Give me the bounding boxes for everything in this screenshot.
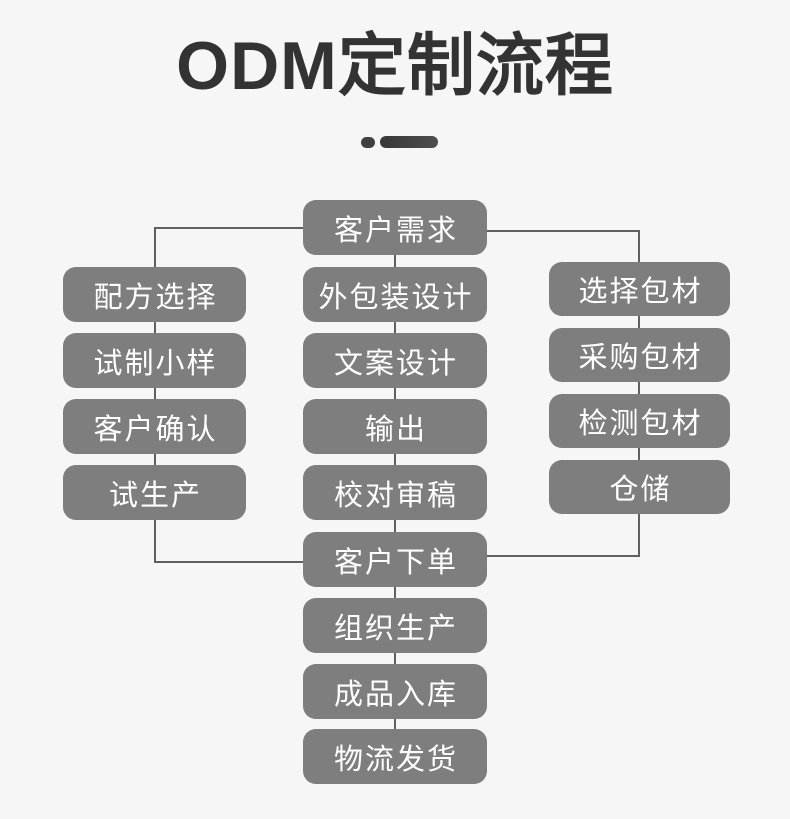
page-title: ODM定制流程 (176, 28, 614, 104)
connector-root-to-left (154, 227, 303, 267)
flow-node-organize-production: 组织生产 (303, 598, 487, 653)
connector-left-to-merge (154, 520, 303, 563)
flow-node-proofreading: 校对审稿 (303, 465, 487, 520)
flow-node-purchase-packaging: 采购包材 (549, 328, 730, 382)
flow-node-trial-production: 试生产 (63, 465, 246, 520)
flow-node-customer-demand: 客户需求 (303, 200, 487, 255)
flow-node-inspect-packaging: 检测包材 (549, 394, 730, 448)
flow-node-formula-selection: 配方选择 (63, 267, 246, 322)
flow-node-customer-order: 客户下单 (303, 532, 487, 587)
flow-node-customer-confirmation: 客户确认 (63, 399, 246, 454)
connector-root-to-right (487, 230, 640, 262)
flow-node-finished-goods-storage: 成品入库 (303, 664, 487, 719)
divider-bar-icon (380, 136, 438, 148)
flow-node-logistics-shipping: 物流发货 (303, 729, 487, 784)
flow-node-output: 输出 (303, 399, 487, 454)
flow-node-warehousing: 仓储 (549, 460, 730, 514)
connector-right-to-merge (487, 514, 640, 557)
flow-node-trial-sample: 试制小样 (63, 333, 246, 388)
flow-node-packaging-design: 外包装设计 (303, 267, 487, 322)
flow-node-select-packaging: 选择包材 (549, 262, 730, 316)
flow-node-copy-design: 文案设计 (303, 333, 487, 388)
divider-dot-icon (361, 137, 375, 148)
